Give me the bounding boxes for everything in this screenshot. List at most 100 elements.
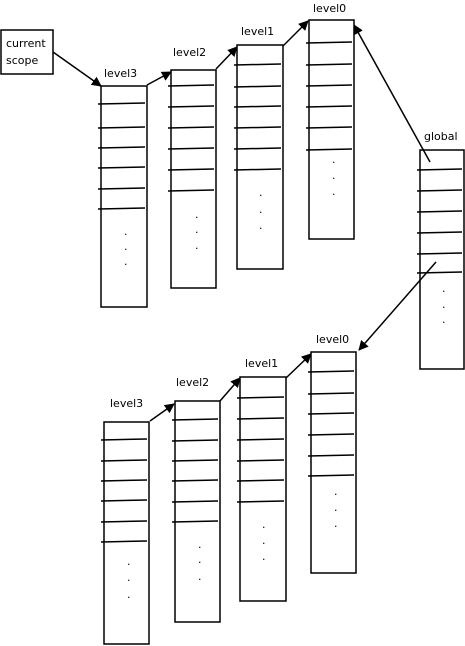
bottom-level3-cell-divider	[100, 520, 148, 523]
bottom-level2-cell-divider	[171, 459, 219, 462]
bottom-level3-cell-divider	[100, 438, 148, 441]
top-level1-cell-divider	[233, 147, 282, 150]
bottom-level3-stack: ...	[100, 421, 150, 645]
top-level1-ellipsis-dot: .	[259, 219, 263, 232]
top-level1-cell-divider	[233, 168, 282, 171]
bottom-level0-cell-divider	[307, 433, 355, 436]
bottom-level2-stack-frame	[174, 400, 221, 623]
global-ellipsis-dot: .	[442, 282, 446, 295]
top-level3-ellipsis-dot: .	[124, 255, 128, 268]
bottom-level3-ellipsis-dot: .	[127, 588, 131, 601]
bottom-level1-cell-divider	[236, 396, 285, 399]
bottom-level1-stack-frame	[239, 376, 287, 602]
bottom-level3-cell-divider	[100, 479, 148, 482]
top-level2-cell-divider	[167, 189, 215, 192]
bottom-level3-ellipsis-dot: .	[127, 555, 131, 568]
bottom-level0-label: level0	[316, 333, 349, 346]
arrows	[52, 20, 437, 422]
top-level3-cell-divider	[97, 207, 146, 210]
bottom-level2-stack: ...	[171, 400, 221, 623]
arrow-global-to-top-level0	[353, 24, 431, 163]
bottom-level3-ellipsis-dot: .	[127, 571, 131, 584]
global-cell-divider	[416, 231, 463, 234]
top-level3-cell-divider	[97, 166, 146, 169]
top-level0-ellipsis-dot: .	[332, 169, 336, 182]
top-level1-label: level1	[241, 25, 274, 38]
bottom-level1-ellipsis-dot: .	[262, 518, 266, 531]
bottom-level1-ellipsis-dot: .	[262, 550, 266, 563]
top-level0-cell-divider	[305, 41, 353, 44]
bottom-level1-cell-divider	[236, 459, 285, 462]
top-level3-stack: ...	[97, 85, 148, 308]
top-level0-stack-frame	[308, 19, 355, 240]
top-level2-cell-divider	[167, 168, 215, 171]
arrow-top-level2-to-level1	[215, 46, 238, 70]
top-level0-cell-divider	[305, 84, 353, 87]
global-stack: ...	[416, 149, 465, 370]
bottom-level0-cell-divider	[307, 392, 355, 395]
top-level1-cell-divider	[233, 105, 282, 108]
bottom-level1-ellipsis-dot: .	[262, 534, 266, 547]
current-scope-label-line2: scope	[6, 54, 38, 67]
top-level2-ellipsis-dot: .	[195, 208, 199, 221]
stacks-layer: ...........................	[97, 19, 465, 645]
arrow-scope-to-top-level3	[52, 51, 102, 87]
bottom-level2-cell-divider	[171, 520, 219, 523]
top-level1-cell-divider	[233, 63, 282, 66]
bottom-level0-ellipsis-dot: .	[334, 517, 338, 530]
global-cell-divider	[416, 271, 463, 274]
arrow-bottom-level3-to-level2	[149, 403, 175, 422]
top-level0-stack: ...	[305, 19, 355, 240]
top-level2-cell-divider	[167, 105, 215, 108]
top-level0-ellipsis-dot: .	[332, 153, 336, 166]
current-scope-box: current scope	[0, 29, 54, 75]
bottom-level1-cell-divider	[236, 438, 285, 441]
top-level0-cell-divider	[305, 63, 353, 66]
bottom-level0-stack: ...	[307, 351, 357, 574]
bottom-level1-cell-divider	[236, 479, 285, 482]
bottom-level2-ellipsis-dot: .	[198, 538, 202, 551]
global-ellipsis-dot: .	[442, 298, 446, 311]
top-level2-label: level2	[173, 46, 206, 59]
top-level2-cell-divider	[167, 147, 215, 150]
bottom-level3-cell-divider	[100, 540, 148, 543]
bottom-level2-label: level2	[176, 376, 209, 389]
bottom-level1-cell-divider	[236, 417, 285, 420]
top-level0-cell-divider	[305, 148, 353, 151]
bottom-level1-label: level1	[245, 357, 278, 370]
top-level3-cell-divider	[97, 187, 146, 190]
bottom-level2-ellipsis-dot: .	[198, 570, 202, 583]
bottom-level0-cell-divider	[307, 370, 355, 373]
top-level1-cell-divider	[233, 126, 282, 129]
top-level2-stack-frame	[170, 69, 217, 289]
arrow-top-level1-to-level0	[282, 20, 309, 47]
top-level0-cell-divider	[305, 126, 353, 129]
top-level3-cell-divider	[97, 102, 146, 105]
arrow-global-to-bottom-level0	[358, 261, 437, 351]
top-level1-stack-frame	[236, 44, 284, 270]
current-scope-label-line1: current	[6, 37, 46, 50]
arrow-bottom-level2-to-level1	[219, 377, 241, 402]
top-level2-cell-divider	[167, 84, 215, 87]
top-level3-label: level3	[104, 67, 137, 80]
top-level2-ellipsis-dot: .	[195, 239, 199, 252]
arrow-bottom-level1-to-level0	[285, 353, 312, 379]
bottom-level0-cell-divider	[307, 474, 355, 477]
top-level0-cell-divider	[305, 105, 353, 108]
top-level0-ellipsis-dot: .	[332, 185, 336, 198]
global-cell-divider	[416, 189, 463, 192]
top-level3-cell-divider	[97, 146, 146, 149]
top-level1-cell-divider	[233, 85, 282, 88]
bottom-level0-ellipsis-dot: .	[334, 485, 338, 498]
bottom-level1-stack: ...	[236, 376, 287, 602]
arrow-top-level3-to-level2	[146, 71, 172, 86]
global-stack-frame	[419, 149, 465, 370]
global-cell-divider	[416, 252, 463, 255]
top-level3-ellipsis-dot: .	[124, 240, 128, 253]
top-level1-stack: ...	[233, 44, 284, 270]
bottom-level0-ellipsis-dot: .	[334, 501, 338, 514]
bottom-level0-stack-frame	[310, 351, 357, 574]
global-cell-divider	[416, 168, 463, 171]
top-level3-cell-divider	[97, 126, 146, 129]
bottom-level0-cell-divider	[307, 454, 355, 457]
